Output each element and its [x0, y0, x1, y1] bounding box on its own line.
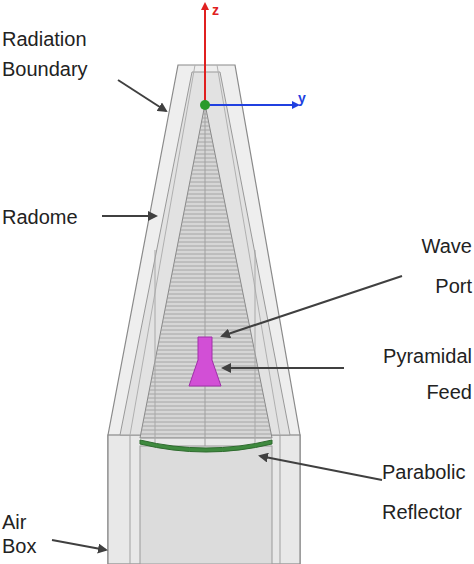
radome-layer [130, 226, 285, 227]
radome-layer [130, 290, 285, 291]
radome-layer [130, 214, 285, 215]
leader-arrow [52, 540, 106, 550]
radome-layer [130, 266, 285, 267]
radome-layer [130, 190, 285, 191]
radome-layer [130, 270, 285, 271]
radome-layer [130, 390, 285, 391]
callout-label: Air Box [2, 510, 52, 558]
radome-layer [130, 114, 285, 115]
radome-layer [130, 438, 285, 439]
radome-layer [130, 414, 285, 415]
leader-arrow [102, 215, 156, 217]
radome-layer [130, 158, 285, 159]
radome-layer [130, 434, 285, 435]
leader-arrow [223, 367, 344, 369]
radiation-boundary [108, 65, 300, 564]
radome-layer [130, 302, 285, 303]
radome-layer [130, 418, 285, 419]
radome-layer [130, 234, 285, 235]
radome-layer [130, 154, 285, 155]
radome-layer [130, 182, 285, 183]
radome-layer [130, 298, 285, 299]
origin-dot [200, 100, 210, 110]
radome-layer [130, 250, 285, 251]
leader-arrow [118, 80, 166, 111]
radome-layer [130, 118, 285, 119]
radome-layer [130, 230, 285, 231]
radome-layer [130, 274, 285, 275]
callout-label: Radiation Boundary [2, 24, 114, 84]
pyramidal-feed [189, 337, 221, 386]
callout-label: Parabolic Reflector [382, 452, 472, 532]
radome-layer [130, 138, 285, 139]
radome-layer [130, 122, 285, 123]
leader-arrow [260, 456, 382, 480]
callout-label: Radome [2, 198, 102, 236]
radome-layer [130, 174, 285, 175]
radome-layer [130, 278, 285, 279]
z-axis [204, 6, 206, 105]
radome-layer [130, 402, 285, 403]
radome-layer [130, 134, 285, 135]
radome-layer [130, 398, 285, 399]
radome-layer [130, 326, 285, 327]
parabolic-reflector [140, 440, 272, 452]
radome-layer [130, 262, 285, 263]
radome-layer [130, 282, 285, 283]
radome-layer [130, 422, 285, 423]
radome-layer [130, 426, 285, 427]
radome-layer [130, 202, 285, 203]
radome-layer [130, 126, 285, 127]
radome-layer [130, 146, 285, 147]
radome-layer [130, 150, 285, 151]
y-axis [205, 104, 296, 106]
radome-layer [130, 162, 285, 163]
radome-layer [130, 258, 285, 259]
air-box [108, 435, 300, 564]
radome-layer [130, 294, 285, 295]
radome-layer [130, 394, 285, 395]
radome-layer [130, 306, 285, 307]
radome-layer [130, 310, 285, 311]
radome-layer [130, 110, 285, 111]
radome-layer [130, 222, 285, 223]
leader-arrow [222, 276, 402, 336]
radome-layer [130, 410, 285, 411]
radome-layer [130, 334, 285, 335]
axis-label: z [212, 2, 226, 18]
radome-layer [130, 198, 285, 199]
radome-layer [130, 286, 285, 287]
radome-layer [130, 130, 285, 131]
radome-layer [130, 246, 285, 247]
radome-layer [130, 210, 285, 211]
radome-layer [130, 142, 285, 143]
radome-layer [130, 330, 285, 331]
radome-layer [130, 170, 285, 171]
callout-label: Pyramidal Feed [348, 338, 472, 410]
radome-layer [130, 186, 285, 187]
radome-layer [130, 406, 285, 407]
radome-layer [130, 430, 285, 431]
radome-layer [130, 242, 285, 243]
radome-layer [130, 206, 285, 207]
radome-layer [130, 194, 285, 195]
radome-layer [130, 178, 285, 179]
radome-layer [130, 238, 285, 239]
radome-layer [130, 254, 285, 255]
radome-cylinder [140, 446, 272, 564]
radome-layer [130, 318, 285, 319]
axis-label: y [298, 90, 312, 106]
radome-layer [130, 166, 285, 167]
radome-layer [130, 218, 285, 219]
callout-label: Wave Port [406, 226, 472, 306]
radome-layer [130, 314, 285, 315]
